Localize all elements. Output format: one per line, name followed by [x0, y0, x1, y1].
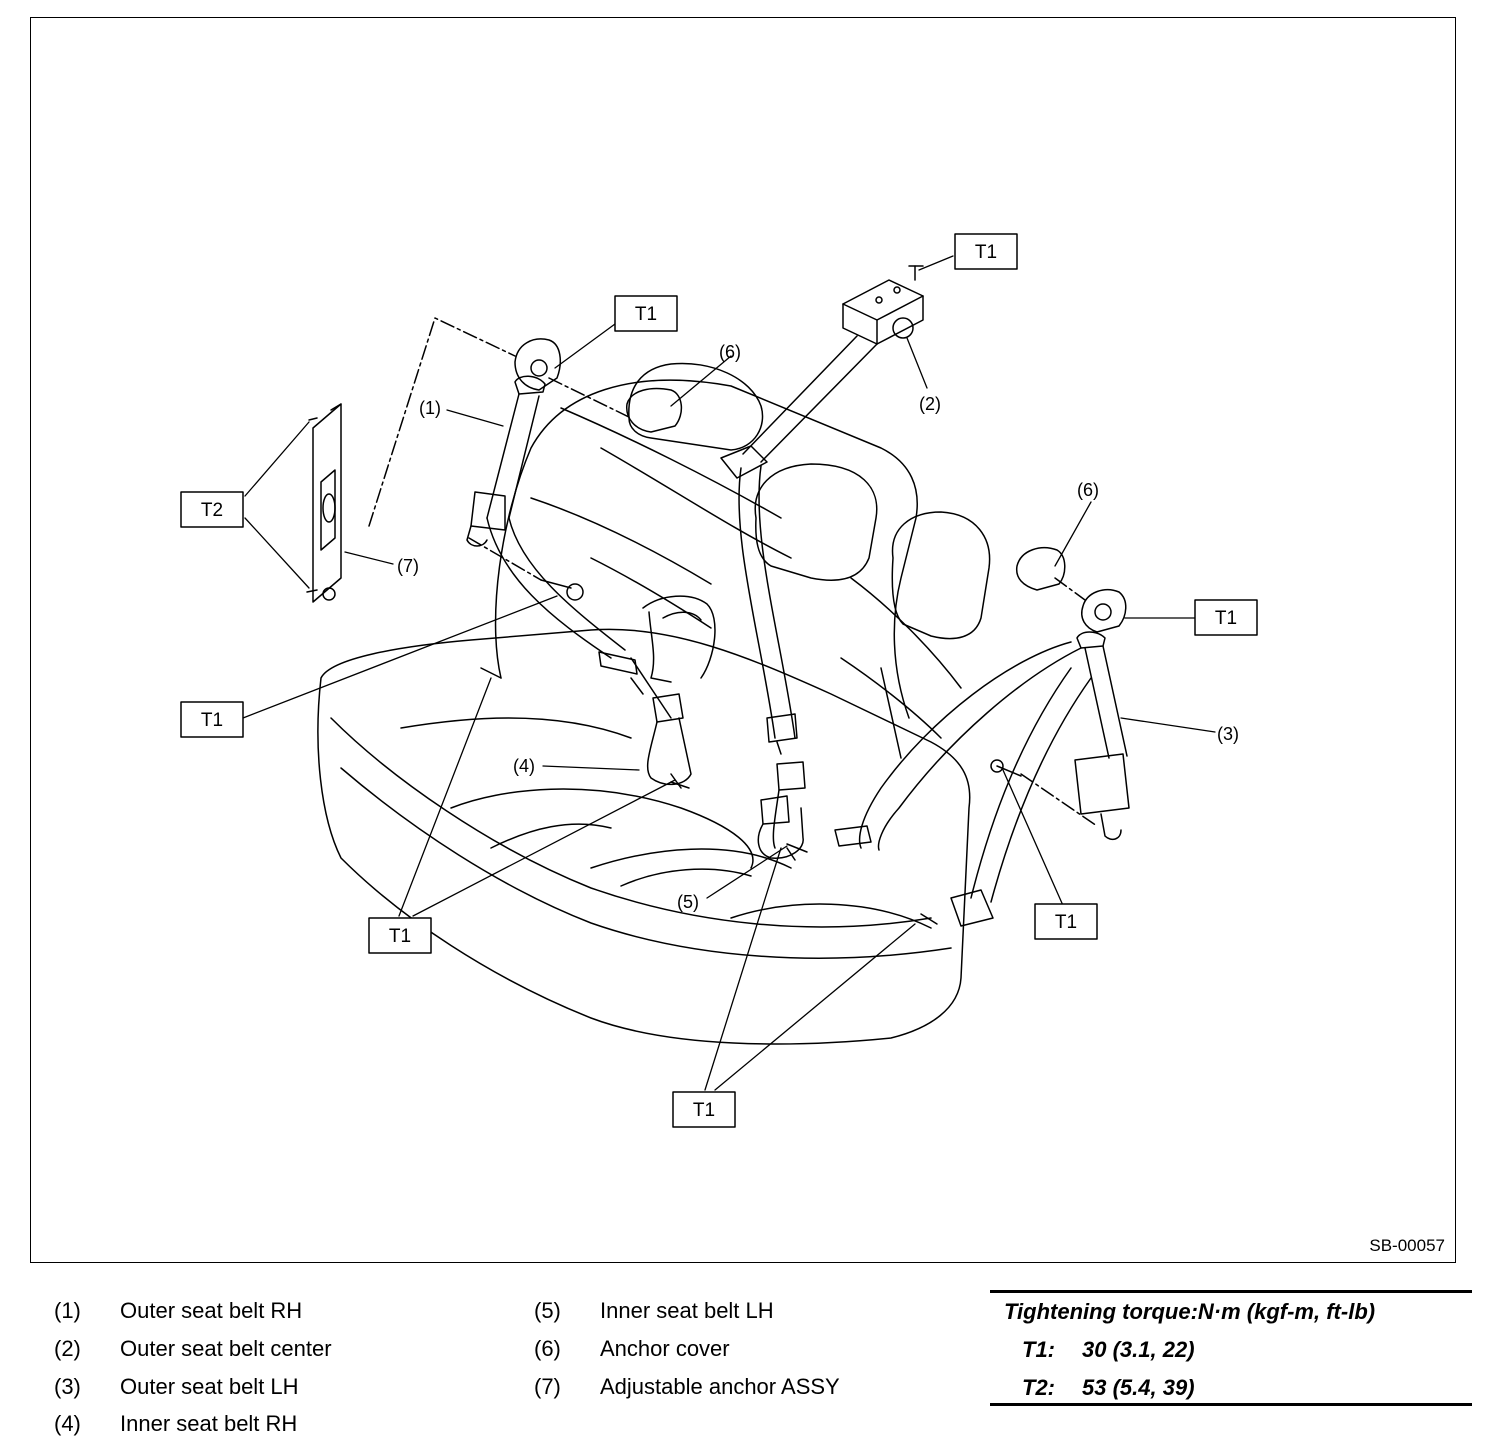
legend-label-6: Anchor cover [600, 1336, 730, 1361]
legend-num-3: (3) [54, 1374, 81, 1399]
torque-value-t1: 30 (3.1, 22) [1082, 1337, 1195, 1362]
assembly-lines [368, 317, 1098, 827]
diagram-drawing: T1 T1 T2 T1 T1 T1 T1 T1 (1) (2) (3) (4) … [180, 233, 1258, 1128]
legend-label-5: Inner seat belt LH [600, 1298, 774, 1323]
legend-label-4: Inner seat belt RH [120, 1411, 298, 1436]
figure-reference-id: SB-00057 [1369, 1236, 1445, 1255]
seat-belt-exploded-diagram: T1 T1 T2 T1 T1 T1 T1 T1 (1) (2) (3) (4) … [30, 17, 1456, 1263]
svg-text:T1: T1 [635, 304, 657, 325]
svg-text:T1: T1 [693, 1100, 715, 1121]
seat-back [494, 379, 962, 759]
torque-tag-t1-left [180, 701, 244, 738]
legend-label-2: Outer seat belt center [120, 1336, 332, 1361]
inner-buckles [642, 595, 806, 861]
legend-num-1: (1) [54, 1298, 81, 1323]
bolts [480, 579, 1022, 925]
torque-value-t2: 53 (5.4, 39) [1082, 1375, 1195, 1400]
torque-tag-t1-bottom-left [368, 917, 432, 954]
torque-key-t1: T1: [1022, 1337, 1055, 1362]
torque-tag-t1-bottom-center [672, 1091, 736, 1128]
callout-7: (7) [397, 556, 419, 576]
svg-text:T1: T1 [1215, 608, 1237, 629]
callout-3: (3) [1217, 724, 1239, 744]
callout-5: (5) [677, 892, 699, 912]
leader-lines [242, 255, 1216, 1091]
callout-2: (2) [919, 394, 941, 414]
legend-label-3: Outer seat belt LH [120, 1374, 299, 1399]
svg-text:T1: T1 [389, 926, 411, 947]
callouts: (1) (2) (3) (4) (5) (6) (6) (7) [397, 342, 1239, 912]
svg-text:T1: T1 [1055, 912, 1077, 933]
tightening-torque-table: Tightening torque:N·m (kgf-m, ft-lb) T1:… [990, 1290, 1472, 1406]
callout-4: (4) [513, 756, 535, 776]
torque-title: Tightening torque:N·m (kgf-m, ft-lb) [1004, 1299, 1376, 1324]
callout-1: (1) [419, 398, 441, 418]
legend-num-4: (4) [54, 1411, 81, 1436]
torque-tag-t1-rh-upper [614, 295, 678, 332]
callout-6-left: (6) [719, 342, 741, 362]
legend-num-5: (5) [534, 1298, 561, 1323]
legend-label-7: Adjustable anchor ASSY [600, 1374, 840, 1399]
torque-tag-t1-lh-upper [1194, 599, 1258, 636]
legend-num-7: (7) [534, 1374, 561, 1399]
svg-text:T2: T2 [201, 500, 223, 521]
headrests [628, 362, 991, 640]
svg-text:T1: T1 [975, 242, 997, 263]
torque-tag-t2 [180, 491, 244, 528]
torque-tag-t1-bottom-right [1034, 903, 1098, 940]
svg-text:T1: T1 [201, 710, 223, 731]
seat-cushion [317, 628, 971, 1045]
torque-tag-t1-retractor [954, 233, 1018, 270]
legend-num-2: (2) [54, 1336, 81, 1361]
outer-belt-lh [834, 588, 1130, 927]
outer-belt-rh [466, 338, 644, 695]
adjustable-anchor-assy [306, 403, 342, 603]
legend-label-1: Outer seat belt RH [120, 1298, 303, 1323]
torque-tags: T1 T1 T2 T1 T1 T1 T1 T1 [180, 233, 1258, 1128]
torque-key-t2: T2: [1022, 1375, 1055, 1400]
legend-num-6: (6) [534, 1336, 561, 1361]
outer-belt-center [720, 265, 924, 755]
callout-6-right: (6) [1077, 480, 1099, 500]
anchor-covers [626, 387, 1066, 591]
